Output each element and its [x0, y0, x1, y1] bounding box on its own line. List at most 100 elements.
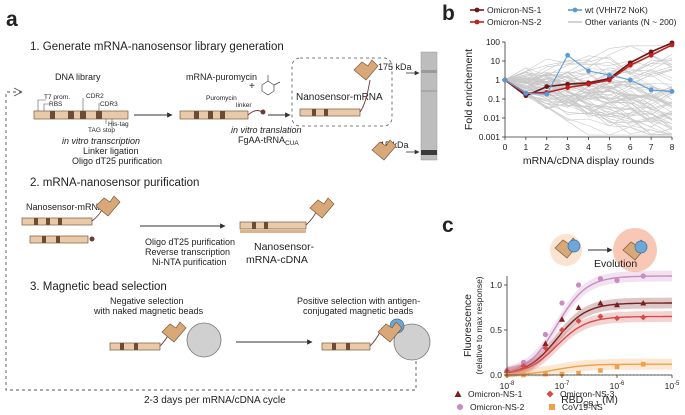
c-data-point: [559, 316, 565, 322]
b-series-point: [606, 77, 612, 83]
panel-label-c: c: [442, 214, 454, 237]
c-data-point: [597, 276, 604, 282]
other-variant-line: [504, 56, 673, 94]
b-x-tick-label: 4: [586, 142, 591, 152]
b-x-tick-label: 3: [565, 142, 570, 152]
other-variant-line: [504, 79, 673, 136]
b-legend-marker: [474, 19, 480, 25]
kda-175-label: 175 kDa: [378, 62, 412, 72]
c-data-point: [576, 370, 581, 376]
other-variant-line: [504, 79, 673, 136]
c-x-axis-label: RBDOB.1 (M): [561, 394, 618, 408]
b-legend-label: Omicron-NS-2: [487, 17, 542, 27]
gel-image: [420, 51, 438, 161]
b-x-tick-label: 0: [503, 142, 508, 152]
c-y-axis-label-1: Fluorescence: [462, 294, 474, 357]
other-variant-line: [504, 58, 673, 81]
nanosensor-cdna-label-2: mRNA-cDNA: [246, 254, 308, 266]
c-data-point: [614, 277, 620, 284]
step1-title: 1. Generate mRNA-nanosensor library gene…: [30, 41, 284, 53]
other-variant-line: [504, 79, 673, 136]
c-data-point: [543, 371, 548, 377]
c-x-tick-label: 10-7: [555, 381, 570, 391]
b-series-point: [627, 62, 633, 68]
neg-selection-label-2: with naked magnetic beads: [93, 306, 204, 316]
c-confidence-band: [507, 311, 672, 377]
c-data-point: [614, 315, 620, 322]
c-data-point: [542, 345, 549, 351]
c-x-tick-label: 10-5: [665, 381, 680, 391]
nanosensor-mrna-small-label: Nanosensor-mRNA: [26, 202, 104, 212]
c-data-point: [640, 361, 646, 367]
b-x-tick-label: 7: [649, 142, 654, 152]
other-variant-line: [504, 79, 673, 136]
b-series-point: [523, 90, 529, 96]
c-data-point: [598, 368, 603, 373]
cdr3-label: CDR3: [100, 101, 118, 108]
mrna-puromycin-construct: [179, 109, 266, 120]
b-series-point: [586, 81, 591, 87]
b-series-point: [627, 77, 633, 83]
b-series-point: [648, 52, 654, 58]
fgaa-label: FgAA-tRNACUA: [238, 135, 299, 147]
other-variant-line: [504, 73, 673, 128]
cycle-dashed-line: [5, 91, 417, 391]
c-data-point: [614, 301, 620, 308]
other-variant-line: [504, 45, 673, 82]
c-data-point: [575, 304, 582, 310]
b-legend-marker: [474, 7, 480, 13]
plus-sign: +: [249, 81, 255, 92]
b-series-point: [544, 84, 550, 89]
c-y-tick-label: 0.5: [490, 325, 502, 335]
b-series-point: [586, 68, 591, 74]
c-y-tick-label: 0.0: [490, 370, 502, 380]
b-series-point: [669, 89, 675, 94]
c-legend-marker: [457, 404, 463, 410]
evolution-label: Evolution: [594, 258, 637, 270]
naked-magnetic-bead: [186, 322, 222, 358]
tag-stop-label: TAG stop: [88, 127, 115, 134]
transcription-label: in vitro transcription: [62, 136, 140, 146]
step3-title: 3. Magnetic bead selection: [30, 281, 167, 293]
c-data-point: [520, 359, 527, 365]
b-y-tick-label: 0.01: [483, 113, 500, 123]
other-variant-line: [504, 79, 673, 124]
c-data-point: [575, 318, 582, 324]
dna-library-label: DNA library: [55, 72, 101, 82]
pos-selection-construct: [321, 331, 381, 351]
panel-label-b: b: [442, 2, 455, 25]
nanosensor-mrna-box-label: Nanosensor-mRNA: [296, 92, 383, 103]
purif-nta-label: Ni-NTA purification: [152, 257, 226, 267]
antigen-magnetic-bead: [393, 323, 431, 361]
mrna-strand-icon: [299, 79, 371, 117]
c-data-point: [640, 314, 647, 321]
c-legend-label: CoV19-NS: [562, 402, 603, 412]
nanosensor-free-icon: [371, 139, 397, 161]
b-series-point: [565, 85, 571, 90]
b-series-point: [648, 87, 654, 93]
b-series-point: [502, 77, 508, 83]
c-legend-marker: [546, 390, 554, 398]
c-data-point: [559, 327, 565, 333]
c-data-point: [640, 300, 647, 306]
b-y-tick-label: 0.001: [479, 132, 501, 142]
b-x-tick-label: 2: [544, 142, 549, 152]
c-data-point: [614, 364, 620, 370]
nanosensor-mrna-box: [291, 57, 393, 127]
b-y-tick-label: 0.1: [488, 94, 500, 104]
b-y-tick-label: 10: [491, 56, 501, 66]
c-x-tick-label: 10-6: [610, 381, 625, 391]
inset-antigen-left-icon: [567, 239, 581, 253]
other-variant-line: [504, 79, 673, 135]
c-data-point: [520, 363, 527, 369]
b-legend-label: Other variants (N ~ 200): [585, 17, 677, 27]
mrna-puromycin-label: mRNA-puromycin: [186, 72, 257, 82]
b-y-tick-label: 1: [495, 75, 500, 85]
c-legend-label: Omicron-NS-1: [468, 389, 523, 399]
c-legend-label: Omicron-NS-2: [470, 402, 525, 412]
rbs-label: RBS: [49, 101, 63, 108]
evolution-inset: [550, 228, 657, 272]
